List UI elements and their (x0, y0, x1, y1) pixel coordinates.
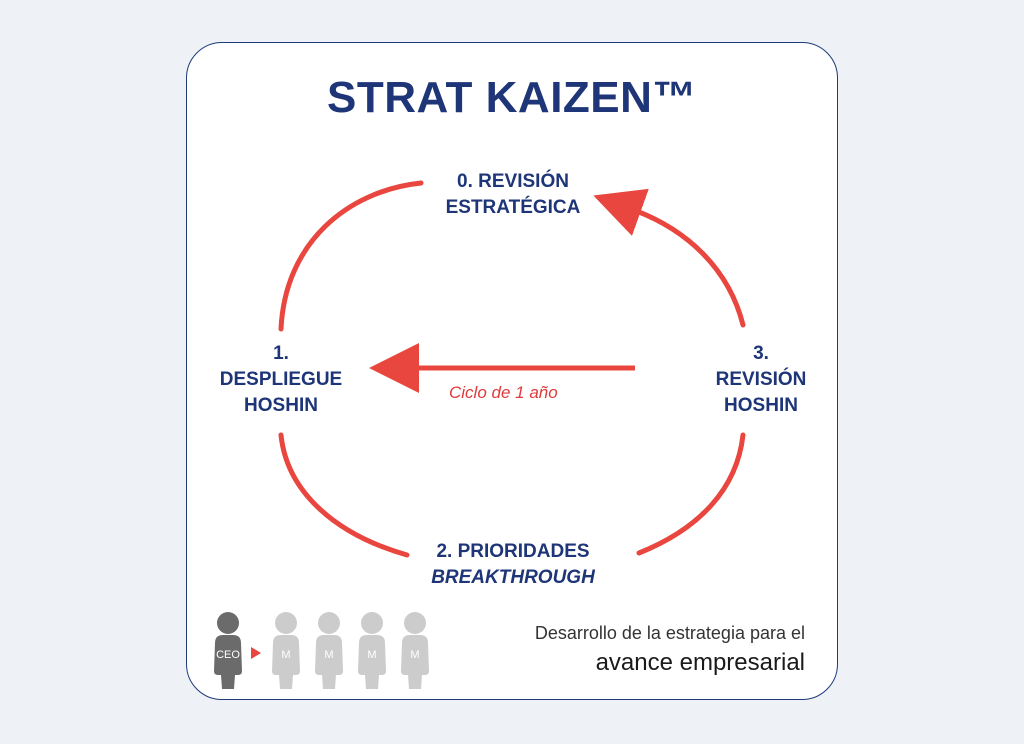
arc-bottom-left (278, 432, 410, 558)
strat-kaizen-card: STRAT KAIZEN™ 0. REVISIÓN ESTRATÉGICA 1.… (186, 42, 838, 700)
footer-subtitle: Desarrollo de la estrategia para el (534, 623, 805, 643)
ceo-badge: CEO (216, 649, 240, 661)
manager-person-icon: M (269, 609, 303, 691)
arc-top-right-arrow (593, 188, 746, 328)
arc-top-left (278, 180, 424, 332)
manager-person-icon: M (312, 609, 346, 691)
step-0-line1: 0. REVISIÓN (457, 171, 569, 192)
cycle-duration-label: Ciclo de 1 año (449, 383, 558, 402)
manager-badge: M (410, 649, 420, 661)
manager-badge: M (367, 649, 377, 661)
ceo-person-icon: CEO (211, 609, 245, 691)
manager-person-icon: M (398, 609, 432, 691)
step-1-line2: DESPLIEGUE (219, 369, 343, 390)
manager-person-icon: M (355, 609, 389, 691)
step-1-label: 1. DESPLIEGUE HOSHIN (207, 341, 355, 419)
step-1-line3: HOSHIN (244, 395, 318, 416)
step-2-label: 2. PRIORIDADES BREAKTHROUGH (393, 539, 633, 591)
step-3-label: 3. REVISIÓN HOSHIN (697, 341, 825, 419)
step-3-line3: HOSHIN (724, 395, 798, 416)
step-2-line2: BREAKTHROUGH (431, 567, 595, 588)
step-3-line2: REVISIÓN (715, 369, 807, 390)
diagram-title: STRAT KAIZEN™ (327, 73, 697, 122)
arc-bottom-right (636, 432, 746, 556)
step-2-line1: 2. PRIORIDADES (436, 541, 590, 562)
arrow-right-icon (251, 647, 261, 659)
manager-badge: M (324, 649, 334, 661)
step-0-label: 0. REVISIÓN ESTRATÉGICA (413, 169, 613, 221)
cycle-diagram (278, 180, 746, 558)
footer-tagline: avance empresarial (595, 649, 805, 676)
step-3-line1: 3. (753, 343, 769, 364)
step-1-line1: 1. (273, 343, 289, 364)
manager-badge: M (281, 649, 291, 661)
step-0-line2: ESTRATÉGICA (445, 197, 581, 218)
